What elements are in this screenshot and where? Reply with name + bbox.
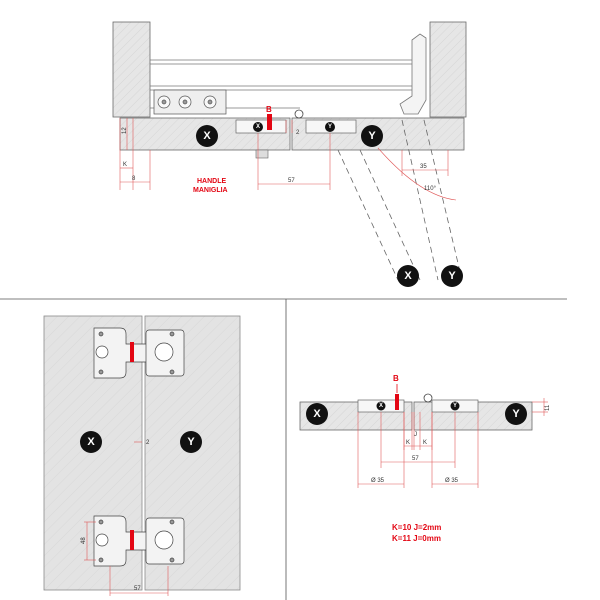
svg-text:X: X <box>313 408 321 420</box>
section-mini-x <box>376 401 386 411</box>
dim-57-section: 57 <box>412 456 419 462</box>
dimension-lines-section <box>357 398 548 488</box>
badge-x-front <box>80 431 102 453</box>
svg-text:Y: Y <box>328 124 332 130</box>
svg-text:X: X <box>256 124 260 130</box>
badge-y-section <box>505 403 527 425</box>
svg-text:Y: Y <box>187 436 195 448</box>
dim-k-left: K <box>406 440 410 446</box>
dim-11-section: 11 <box>545 404 551 411</box>
letter-b-top: B <box>266 105 272 114</box>
dim-j: J <box>414 432 417 438</box>
hinge-mechanism <box>153 89 227 115</box>
svg-text:Y: Y <box>512 408 520 420</box>
note-k10-j2: K=10 J=2mm <box>392 523 441 532</box>
hinge-bottom <box>93 515 185 567</box>
note-k11-j0: K=11 J=0mm <box>392 534 441 543</box>
dim-8-top: 8 <box>132 176 136 182</box>
dim-35-top: 35 <box>420 164 427 170</box>
handle <box>255 149 269 159</box>
dim-48-front: 48 <box>81 537 87 544</box>
dim-d35-left: Ø 35 <box>371 478 385 484</box>
handle-label: HANDLE <box>197 178 226 185</box>
maniglia-label: MANIGLIA <box>193 187 228 194</box>
svg-text:Y: Y <box>453 403 457 409</box>
badge-y-top <box>361 125 383 147</box>
dimension-lines-front <box>84 441 169 596</box>
hinge-top <box>93 327 185 379</box>
front-view: X Y 2 48 57 <box>43 315 241 596</box>
pivot-pin <box>294 109 304 119</box>
angle-110-top: 110° <box>424 186 437 192</box>
dim-k-right: K <box>423 440 427 446</box>
letter-b-section: B <box>393 374 399 383</box>
door-x-open-dashed <box>337 149 421 281</box>
mini-badge-y <box>325 122 335 132</box>
cabinet-side-right <box>429 21 467 118</box>
svg-text:X: X <box>379 403 383 409</box>
section-view: X Y B X Y 11 <box>299 374 551 543</box>
dimension-lines-top <box>119 118 457 201</box>
dim-12-top: 12 <box>122 127 128 134</box>
svg-text:Y: Y <box>448 270 456 282</box>
badge-y-front <box>180 431 202 453</box>
dim-2-front: 2 <box>146 440 150 446</box>
svg-text:X: X <box>203 130 211 142</box>
badge-y-open <box>441 265 463 287</box>
dim-2-top: 2 <box>296 130 300 136</box>
section-screw-b <box>395 394 399 410</box>
svg-text:X: X <box>404 270 412 282</box>
top-view: X Y B HANDLE MANIGLIA X Y X Y <box>112 21 467 287</box>
badge-x-open <box>397 265 419 287</box>
badge-x-section <box>306 403 328 425</box>
section-mini-y <box>450 401 460 411</box>
cabinet-side-left <box>112 21 151 118</box>
dim-k-top: K <box>123 162 127 168</box>
svg-text:Y: Y <box>368 130 376 142</box>
dim-57-top: 57 <box>288 178 295 184</box>
svg-text:X: X <box>87 436 95 448</box>
badge-x-top <box>196 125 218 147</box>
section-pivot <box>423 393 433 403</box>
mini-badge-x <box>253 122 263 132</box>
dim-57-front: 57 <box>134 586 141 592</box>
screw-b <box>267 114 272 130</box>
door-y-open-dashed <box>401 119 463 281</box>
dim-d35-right: Ø 35 <box>445 478 459 484</box>
